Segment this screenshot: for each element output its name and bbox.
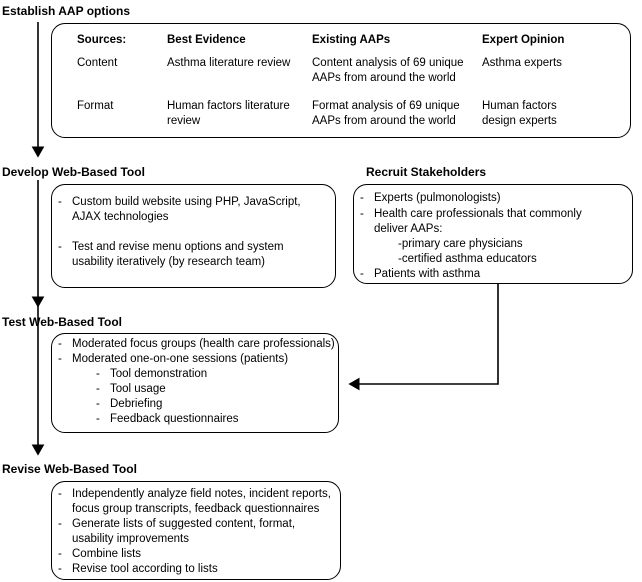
list-item: Moderated one-on-one sessions (patients): [72, 353, 289, 365]
table-header-expert-opinion: Expert Opinion: [482, 34, 565, 46]
table-row-content-best-evidence: Asthma literature review: [167, 57, 291, 69]
heading-revise-web-based-tool: Revise Web-Based Tool: [2, 462, 137, 476]
list-subitem: Tool demonstration: [110, 368, 208, 380]
list-item: Revise tool according to lists: [72, 563, 218, 575]
list-subitem: -certified asthma educators: [398, 253, 537, 265]
table-header-existing-aaps: Existing AAPs: [312, 34, 391, 46]
list-subitem-bullet: -: [96, 383, 100, 395]
list-item-bullet: -: [360, 208, 364, 220]
list-subitem-bullet: -: [96, 413, 100, 425]
table-row-content-expert-opinion: Asthma experts: [482, 57, 562, 69]
table-header-sources: Sources:: [77, 34, 127, 46]
list-item: Custom build website using PHP, JavaScri…: [72, 196, 301, 223]
list-item-bullet: -: [58, 563, 62, 575]
list-item-bullet: -: [58, 353, 62, 365]
list-item: Experts (pulmonologists): [374, 192, 501, 204]
table-row-content-label: Content: [77, 57, 118, 69]
list-item: Generate lists of suggested content, for…: [72, 518, 296, 545]
list-subitem-bullet: -: [96, 398, 100, 410]
test-tool-box: - Moderated focus groups (health care pr…: [51, 333, 339, 433]
list-item: Independently analyze field notes, incid…: [72, 488, 331, 515]
list-subitem: Debriefing: [110, 398, 163, 410]
list-item: Test and revise menu options and system …: [72, 241, 284, 268]
list-item-bullet: -: [58, 338, 62, 350]
table-row-format-label: Format: [77, 100, 114, 112]
heading-recruit-stakeholders: Recruit Stakeholders: [366, 165, 487, 179]
list-item: Health care professionals that commonly …: [374, 208, 582, 235]
list-item-bullet: -: [58, 518, 62, 530]
heading-test-web-based-tool: Test Web-Based Tool: [2, 315, 123, 329]
heading-establish-aap-options: Establish AAP options: [2, 4, 131, 18]
table-row-format-best-evidence: Human factors literature review: [167, 100, 290, 127]
develop-tool-box: - Custom build website using PHP, JavaSc…: [51, 184, 336, 288]
table-header-best-evidence: Best Evidence: [167, 34, 246, 46]
list-item: Patients with asthma: [374, 268, 481, 280]
revise-tool-box: - Independently analyze field notes, inc…: [51, 481, 341, 580]
establish-options-box: Sources: Best Evidence Existing AAPs Exp…: [51, 23, 631, 138]
recruit-stakeholders-box: - Experts (pulmonologists) - Health care…: [353, 184, 633, 284]
table-row-content-existing-aaps: Content analysis of 69 unique AAPs from …: [312, 57, 464, 84]
heading-develop-web-based-tool: Develop Web-Based Tool: [2, 165, 145, 179]
list-item-bullet: -: [58, 488, 62, 500]
list-subitem: Feedback questionnaires: [110, 413, 239, 425]
list-item: Combine lists: [72, 548, 142, 560]
list-item-bullet: -: [360, 268, 364, 280]
table-row-format-existing-aaps: Format analysis of 69 unique AAPs from a…: [312, 100, 460, 127]
list-subitem: -primary care physicians: [398, 238, 523, 250]
list-item-bullet: -: [58, 241, 62, 253]
table-row-format-expert-opinion: Human factors design experts: [482, 100, 557, 127]
arrow-recruit-to-test: [348, 284, 499, 391]
list-subitem: Tool usage: [110, 383, 166, 395]
list-item-bullet: -: [58, 196, 62, 208]
list-subitem-bullet: -: [96, 368, 100, 380]
list-item-bullet: -: [360, 192, 364, 204]
list-item-bullet: -: [58, 548, 62, 560]
list-item: Moderated focus groups (health care prof…: [72, 338, 335, 350]
